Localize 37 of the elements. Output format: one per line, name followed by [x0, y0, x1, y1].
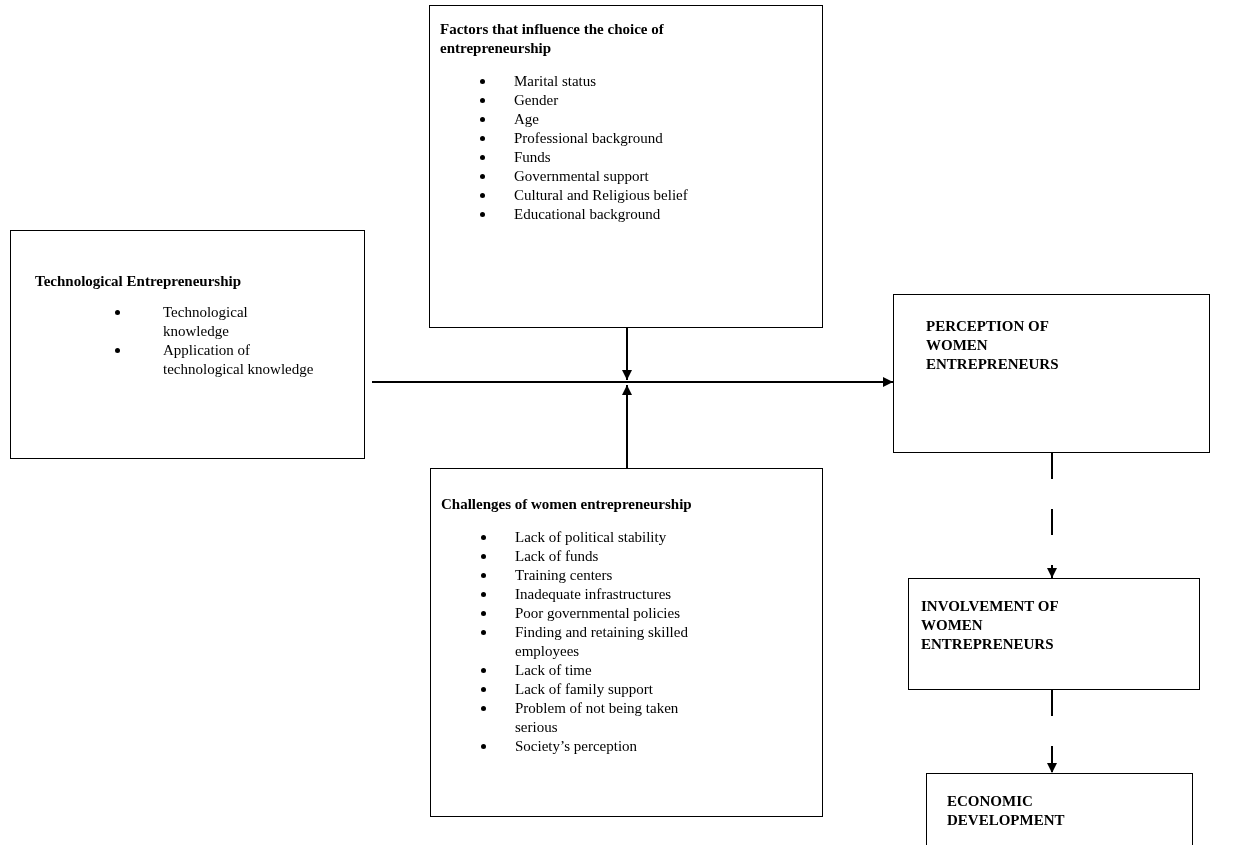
- list-item-text: Professional background: [514, 130, 663, 146]
- list-item-text: Lack of time: [515, 662, 592, 678]
- list-item-text: Problem of not being taken serious: [515, 700, 679, 735]
- list-item-text: Finding and retaining skilled employees: [515, 624, 688, 659]
- process-box: [926, 773, 1193, 845]
- list-item-text: Inadequate infrastructures: [515, 586, 672, 602]
- list-item-text: Society’s perception: [515, 738, 638, 754]
- list-item-text: Governmental support: [514, 168, 649, 184]
- list-item-text: Lack of family support: [515, 681, 653, 697]
- list-item-text: Poor governmental policies: [515, 605, 680, 621]
- box-heading: Technological Entrepreneurship: [35, 273, 241, 289]
- list-box: [430, 468, 823, 817]
- arrow: [1047, 452, 1057, 579]
- box-heading: ECONOMIC DEVELOPMENT: [947, 793, 1065, 828]
- list-item-text: Marital status: [514, 73, 597, 89]
- arrow: [371, 377, 894, 387]
- list-item-text: Training centers: [515, 567, 613, 583]
- arrow: [1047, 689, 1057, 774]
- list-box: [429, 5, 823, 328]
- arrow: [622, 327, 632, 381]
- box-heading: Factors that influence the choice of entrepreneurship: [440, 21, 664, 56]
- list-item-text: Age: [514, 111, 539, 127]
- list-item-text: Technological knowledge: [163, 304, 248, 339]
- process-box: [908, 578, 1200, 690]
- process-box: [893, 294, 1210, 453]
- box-heading: PERCEPTION OF WOMEN ENTREPRENEURS: [926, 318, 1059, 372]
- list-item-text: Application of technological knowledge: [163, 342, 314, 377]
- list-item-text: Cultural and Religious belief: [514, 187, 688, 203]
- list-item-text: Educational background: [514, 206, 661, 222]
- list-item-text: Lack of funds: [515, 548, 599, 564]
- list-item-text: Funds: [514, 149, 551, 165]
- list-box: [10, 230, 365, 459]
- box-heading: Challenges of women entrepreneurship: [441, 496, 692, 512]
- box-heading: INVOLVEMENT OF WOMEN ENTREPRENEURS: [921, 598, 1059, 652]
- list-item-text: Lack of political stability: [515, 529, 667, 545]
- list-item-text: Gender: [514, 92, 559, 108]
- arrow: [622, 384, 632, 469]
